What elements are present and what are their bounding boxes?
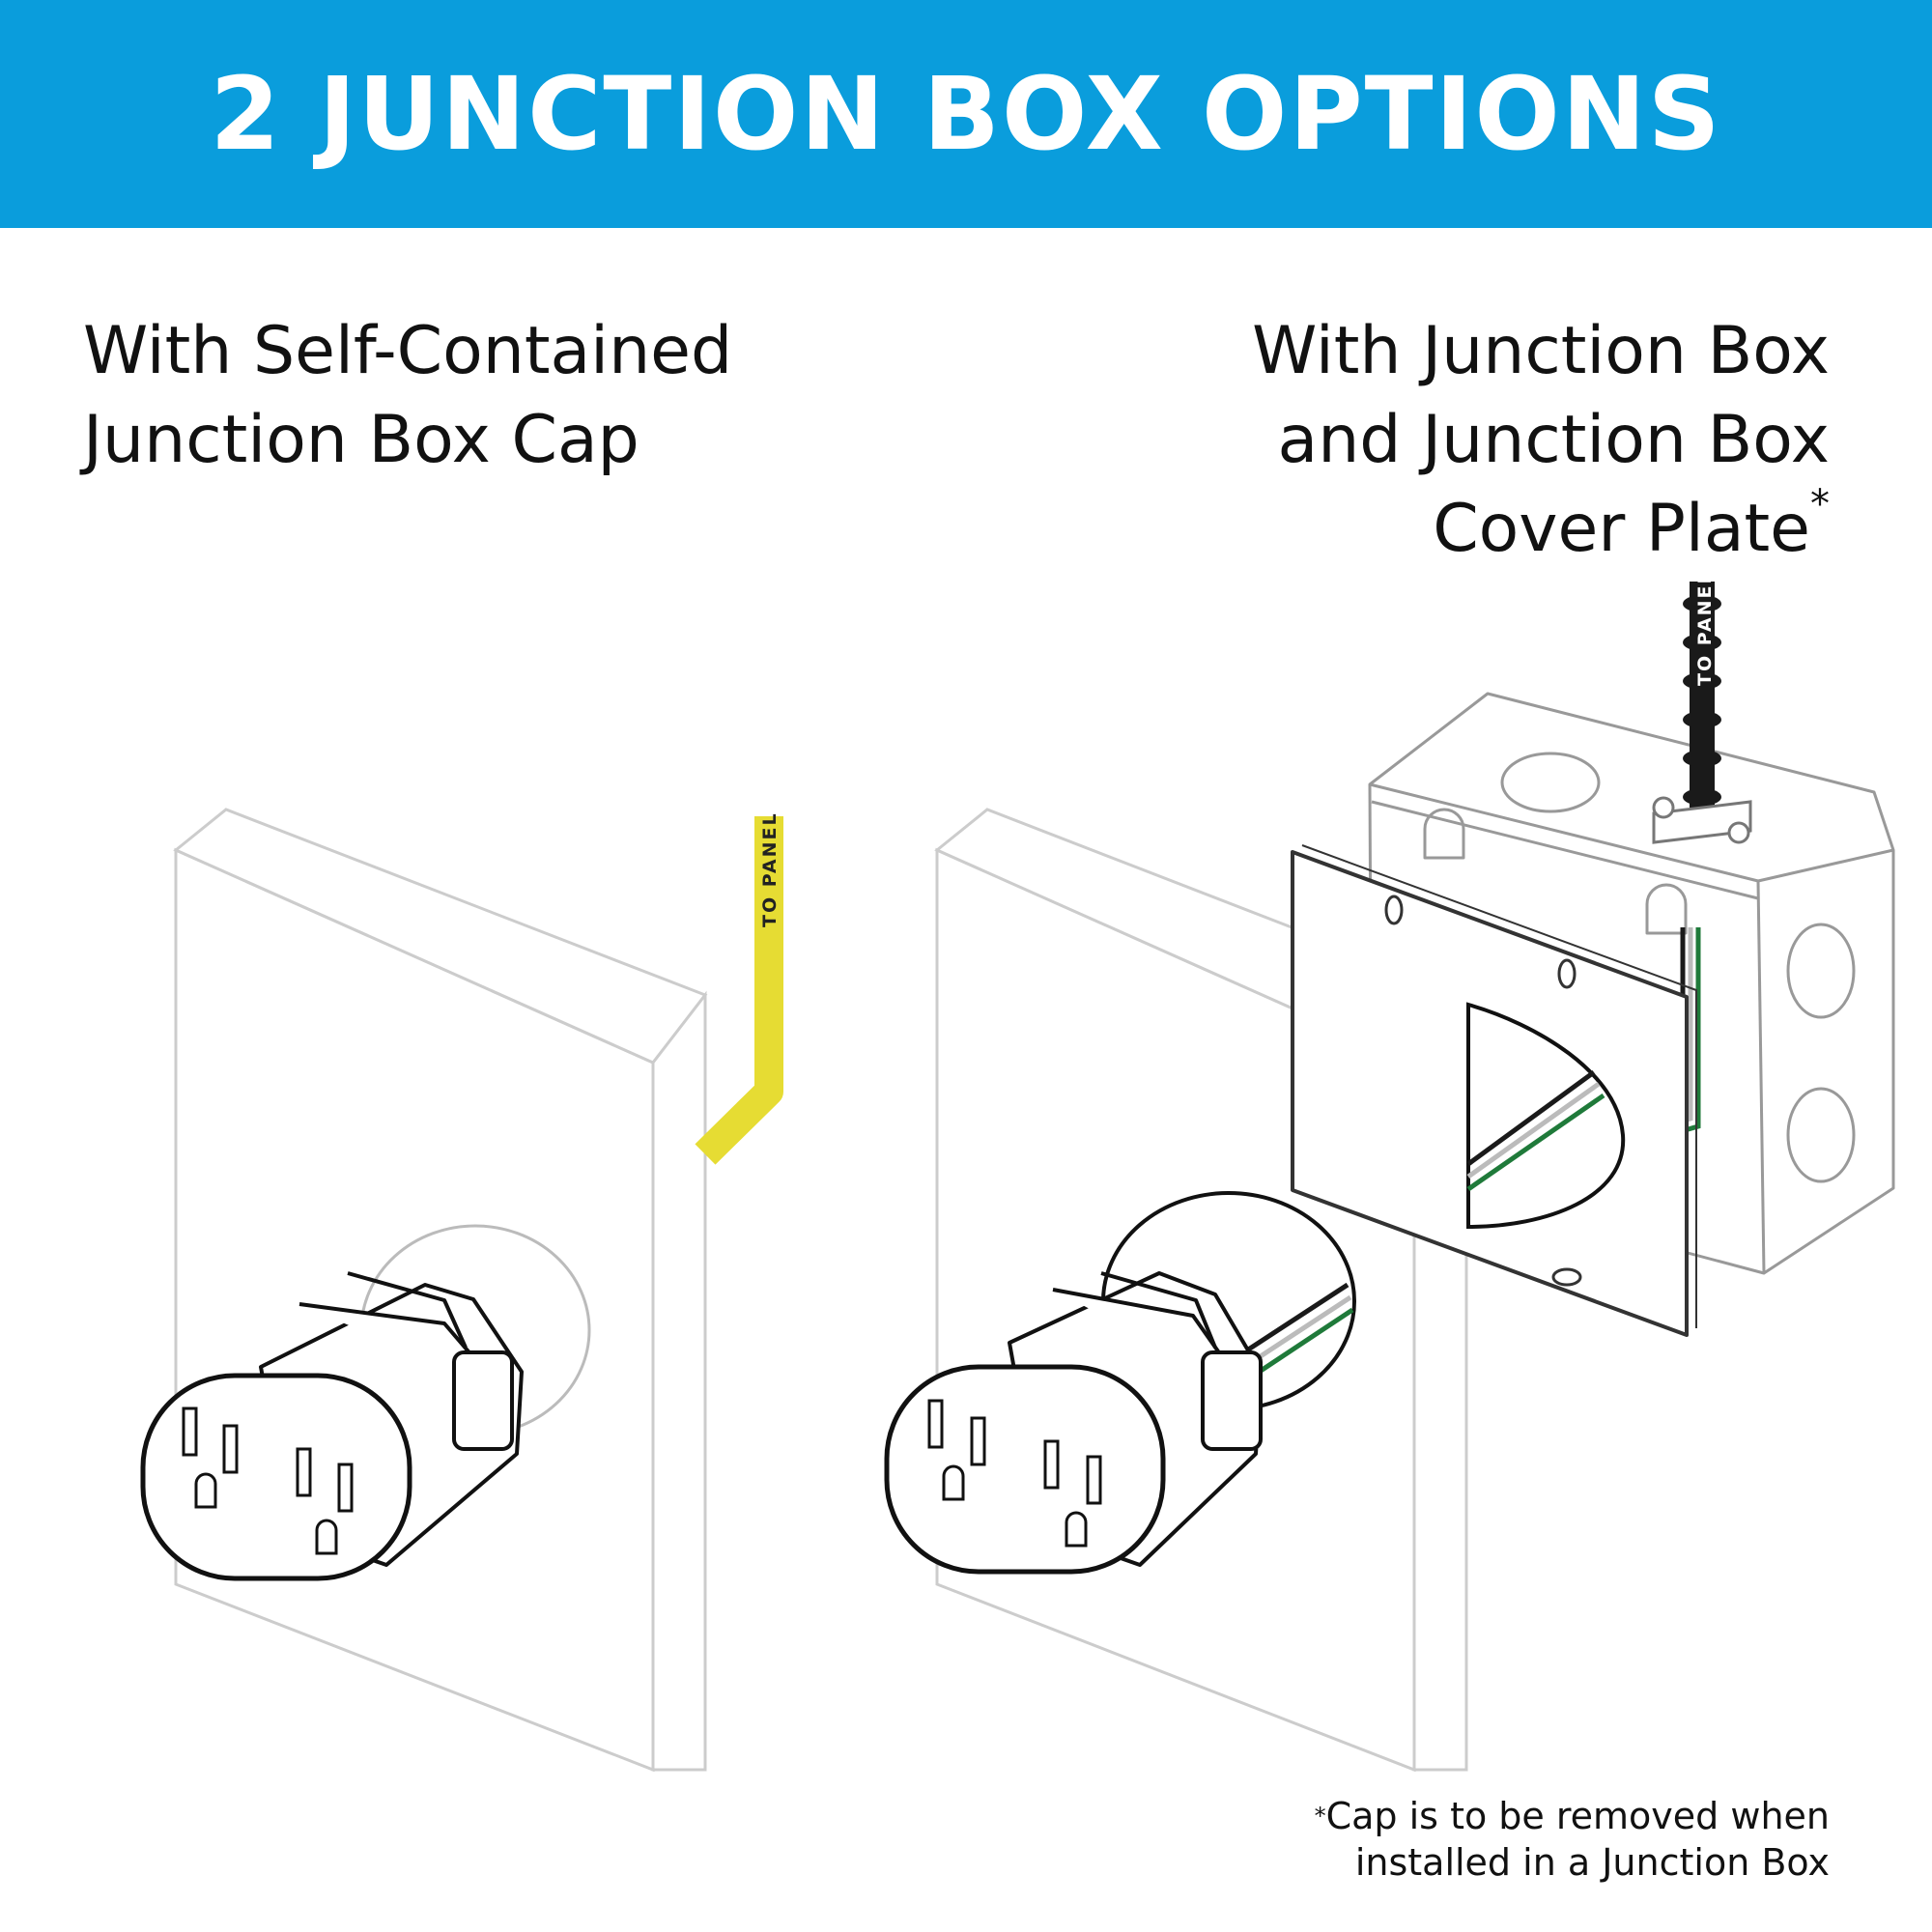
- right-heading-asterisk: *: [1810, 482, 1830, 526]
- footnote: *Cap is to be removed when installed in …: [1315, 1793, 1830, 1886]
- cable-clamp: [1652, 796, 1752, 844]
- right-heading-line-2: and Junction Box: [1277, 402, 1830, 478]
- title-banner: 2 JUNCTION BOX OPTIONS: [0, 0, 1932, 228]
- footnote-line-1: Cap is to be removed when: [1325, 1795, 1830, 1837]
- left-heading-line-1: With Self-Contained: [83, 313, 733, 389]
- page-title: 2 JUNCTION BOX OPTIONS: [210, 55, 1722, 173]
- footnote-asterisk: *: [1314, 1803, 1326, 1830]
- right-option-heading: With Junction Box and Junction Box Cover…: [1252, 307, 1830, 574]
- left-option-heading: With Self-Contained Junction Box Cap: [83, 307, 732, 485]
- left-cable-label: TO PANEL: [759, 811, 781, 927]
- right-outlet-face: [884, 1364, 1166, 1575]
- left-heading-line-2: Junction Box Cap: [83, 402, 639, 478]
- black-cable: [1683, 582, 1721, 821]
- right-heading-line-3: Cover Plate: [1433, 491, 1810, 567]
- right-heading-line-1: With Junction Box: [1252, 313, 1830, 389]
- footnote-line-2: installed in a Junction Box: [1354, 1841, 1830, 1884]
- cover-plate: [1291, 844, 1697, 1337]
- left-outlet-face: [140, 1373, 412, 1581]
- right-cable-label: TO PANEL: [1694, 570, 1716, 686]
